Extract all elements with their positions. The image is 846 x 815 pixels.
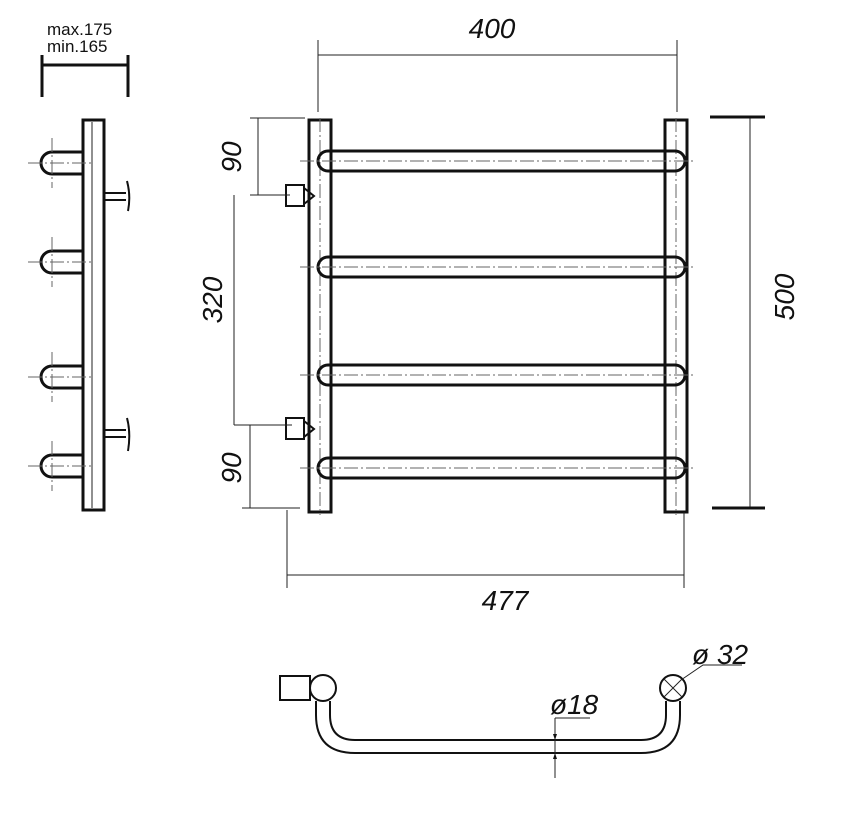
dim-400-label: 400 xyxy=(469,13,516,44)
right-post-section xyxy=(659,674,687,702)
dim-320-label: 320 xyxy=(197,276,228,323)
depth-min-label: min.165 xyxy=(47,37,107,56)
top-view: ø 32 ø18 xyxy=(279,639,748,778)
dim-477-label: 477 xyxy=(482,585,530,616)
dia-32-label: ø 32 xyxy=(692,639,748,670)
connector-top xyxy=(279,675,311,701)
dim-90-top-label: 90 xyxy=(216,141,247,173)
depth-dimension-line xyxy=(40,55,130,97)
dim-500-label: 500 xyxy=(769,273,800,320)
bar-inner xyxy=(329,701,667,741)
side-post xyxy=(81,118,106,512)
wall-brackets xyxy=(104,180,131,452)
left-dimension-lines xyxy=(233,117,305,509)
dia-32-leader xyxy=(680,664,742,681)
front-bars xyxy=(300,149,695,480)
depth-max-label: max.175 xyxy=(47,20,112,39)
connectors xyxy=(285,184,316,440)
dia-18-label: ø18 xyxy=(550,689,599,720)
front-view: 400 90 320 90 500 477 xyxy=(197,13,800,616)
dim-90-bottom-label: 90 xyxy=(216,452,247,484)
dia-18-leader xyxy=(554,717,590,778)
side-bars xyxy=(28,138,92,491)
side-view: max.175 min.165 xyxy=(28,20,131,512)
dim-477-line xyxy=(286,510,685,588)
left-post-section xyxy=(309,674,337,702)
dim-400-line xyxy=(317,40,678,112)
bar-outer xyxy=(315,701,681,754)
